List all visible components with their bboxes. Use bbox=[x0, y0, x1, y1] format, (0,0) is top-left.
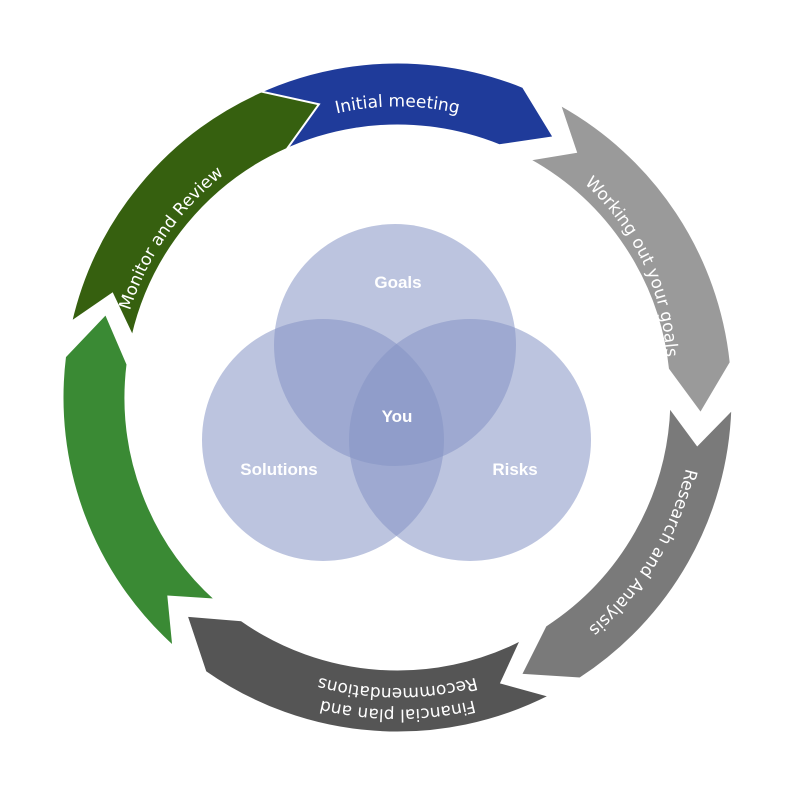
venn-circle-risks bbox=[349, 319, 591, 561]
cycle-arrow-research-analysis bbox=[519, 404, 734, 680]
cycle-arrow-monitor-review bbox=[69, 90, 321, 340]
venn-label-solutions: Solutions bbox=[240, 460, 317, 479]
cycle-arrow-implementation bbox=[61, 312, 219, 649]
cycle-arrow-working-out-goals bbox=[526, 102, 732, 416]
cycle-segments bbox=[61, 61, 734, 734]
venn-label-goals: Goals bbox=[374, 273, 421, 292]
venn-diagram bbox=[202, 224, 591, 561]
cycle-arrow-financial-plan bbox=[185, 614, 553, 734]
venn-label-you: You bbox=[382, 407, 413, 426]
venn-label-risks: Risks bbox=[492, 460, 537, 479]
